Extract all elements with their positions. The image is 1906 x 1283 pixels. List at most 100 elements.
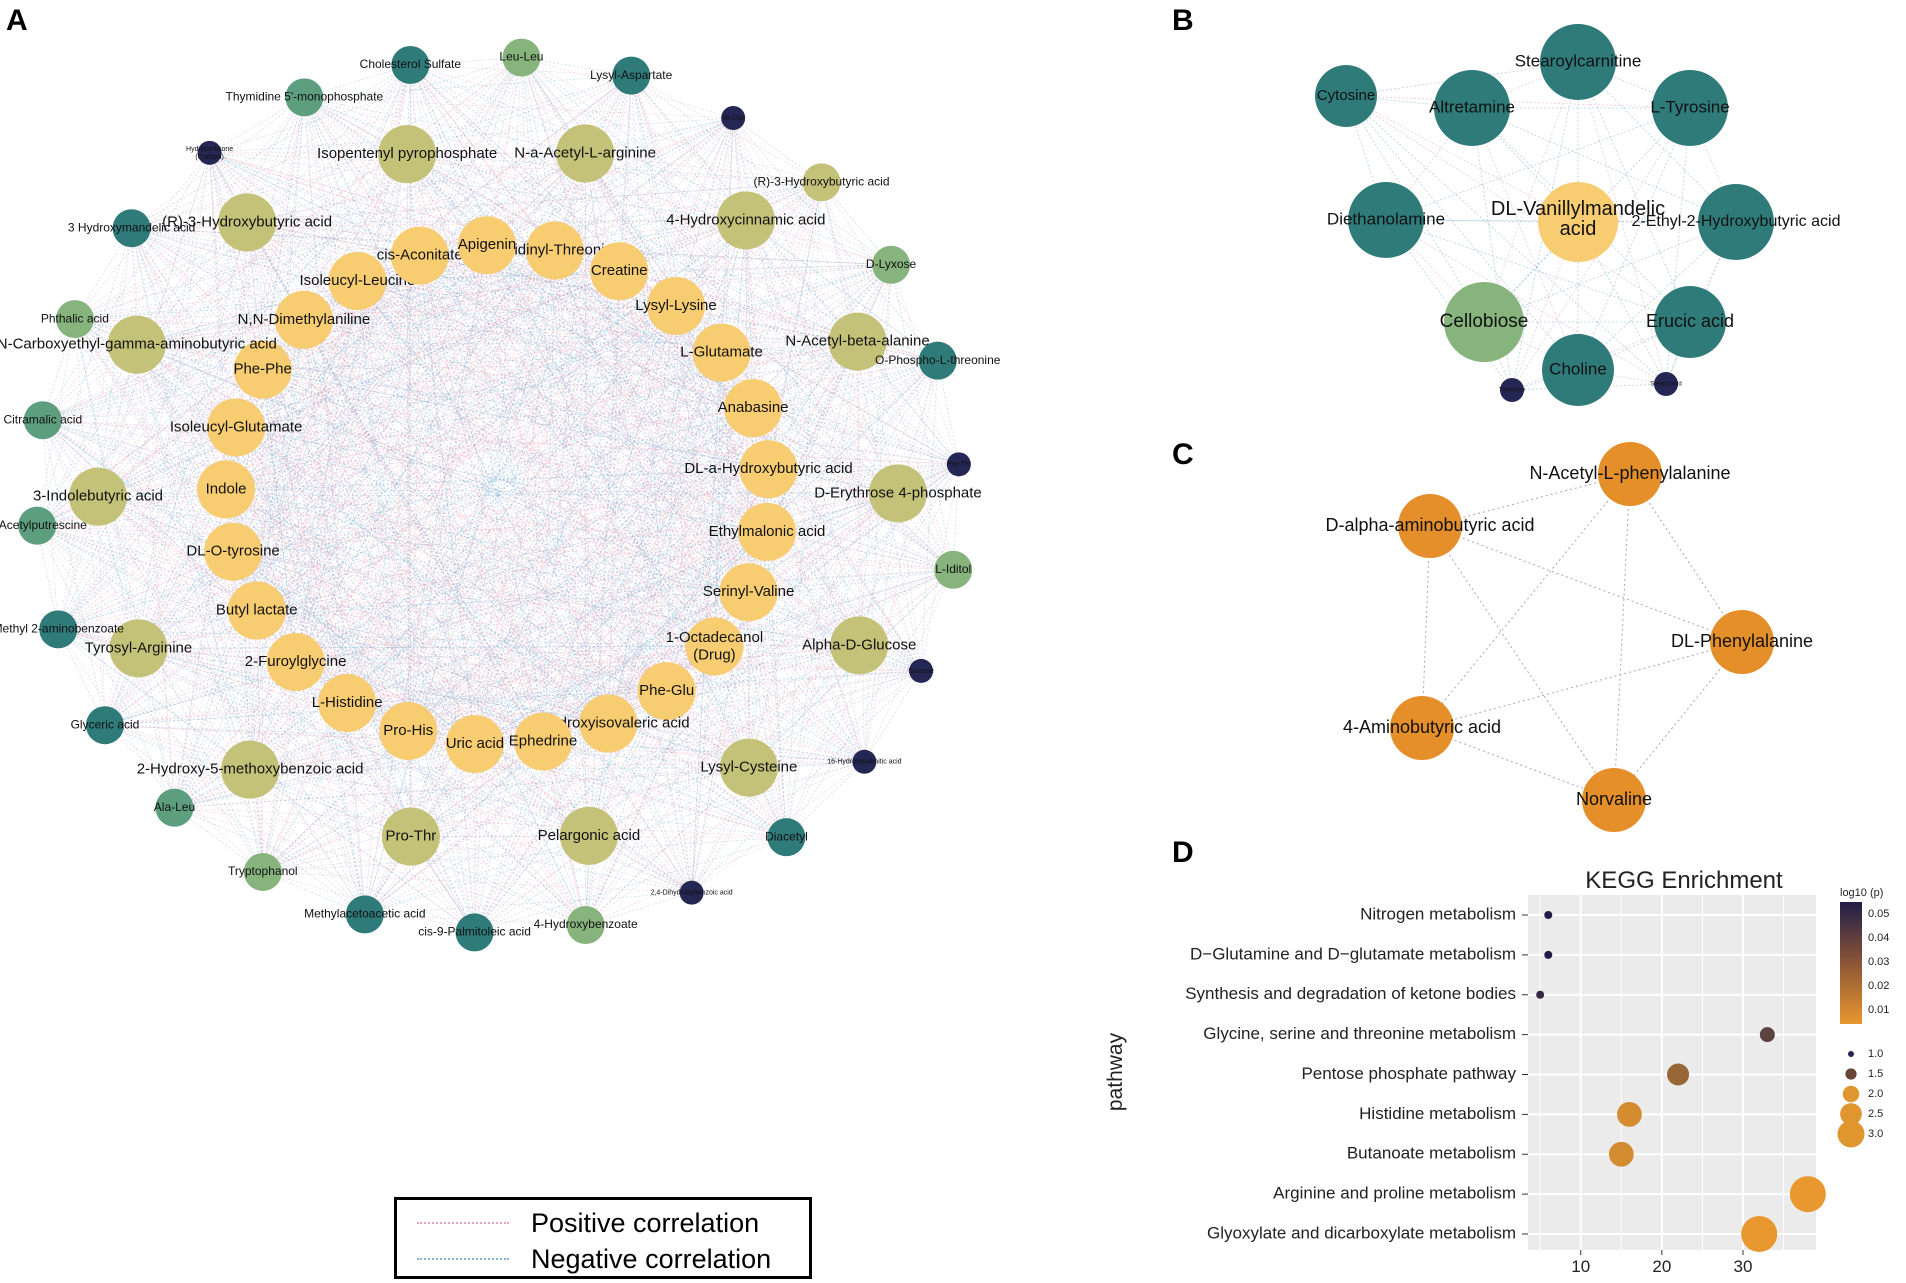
positive-edge	[486, 75, 632, 246]
negative-edge	[897, 360, 939, 494]
negative-edge	[58, 305, 677, 630]
negative-edge	[250, 690, 667, 770]
network-node-label: DL-a-Hydroxybutyric acid	[684, 460, 852, 477]
negative-edge	[262, 97, 305, 370]
network-node-label: (R)-3-Hydroxybutyric acid	[162, 213, 332, 230]
positive-edge	[36, 525, 475, 933]
negative-edge	[1483, 221, 1579, 323]
negative-edge	[58, 629, 715, 647]
network-node-label: Indole	[206, 480, 247, 497]
positive-edge	[97, 64, 411, 497]
negative-edge	[58, 407, 754, 630]
positive-edge	[474, 75, 632, 745]
negative-edge	[36, 525, 412, 837]
positive-edge	[235, 427, 667, 692]
network-node-label: Hydrocortisone(Cortisol)	[186, 146, 233, 161]
negative-edge	[608, 591, 749, 724]
positive-edge	[246, 222, 715, 647]
negative-edge	[262, 741, 544, 873]
positive-edge	[42, 97, 305, 421]
color-legend-tick: 0.03	[1868, 956, 1889, 968]
negative-edge	[295, 305, 677, 663]
positive-edge	[714, 646, 865, 763]
network-node	[1315, 65, 1377, 127]
negative-edge	[209, 152, 544, 742]
positive-edge	[766, 360, 938, 533]
positive-edge	[1345, 95, 1691, 109]
negative-edge	[542, 646, 715, 742]
network-node-label: 2-Furoylglycine	[245, 653, 347, 670]
positive-edge	[74, 318, 609, 724]
network-node	[719, 738, 778, 797]
negative-edge	[42, 305, 677, 421]
network-node	[274, 290, 333, 349]
negative-edge	[675, 305, 769, 470]
network-nodes: Histidinyl-ThreonineCreatineLysyl-Lysine…	[0, 38, 1001, 952]
pathway-label: Pentose phosphate pathway	[1301, 1064, 1516, 1083]
positive-edge	[262, 369, 590, 837]
color-legend-tick: 0.02	[1868, 980, 1889, 992]
positive-edge	[42, 419, 922, 672]
negative-edge	[58, 369, 263, 630]
positive-edge	[474, 250, 556, 933]
negative-edge	[347, 702, 544, 742]
correlation-edge	[1629, 473, 1743, 643]
negative-edge	[58, 629, 589, 837]
size-legend-dot	[1837, 1120, 1865, 1148]
positive-edge	[226, 407, 754, 490]
network-node	[112, 209, 151, 248]
positive-edge	[174, 730, 409, 808]
network-node-label: Erucic acid	[1646, 311, 1734, 331]
negative-edge	[752, 407, 959, 465]
positive-edge	[474, 407, 754, 745]
network-node-label: Anabasine	[718, 399, 789, 416]
network-node	[637, 662, 696, 721]
positive-edge	[675, 305, 692, 893]
negative-edge	[250, 730, 409, 770]
network-node	[1538, 182, 1618, 262]
negative-edge	[36, 153, 408, 526]
network-node	[197, 460, 256, 519]
positive-edge	[104, 702, 348, 726]
negative-edge	[406, 153, 556, 251]
negative-edge	[608, 723, 787, 838]
positive-edge	[236, 427, 749, 593]
positive-edge	[588, 835, 692, 893]
negative-edge	[588, 493, 899, 837]
positive-edge	[745, 220, 899, 494]
negative-edge	[104, 724, 365, 915]
negative-edge	[256, 352, 722, 611]
positive-edge	[419, 255, 667, 692]
positive-edge	[232, 319, 305, 552]
positive-edge	[262, 871, 475, 933]
positive-edge	[58, 629, 366, 915]
positive-edge	[608, 182, 822, 724]
positive-edge	[357, 280, 865, 763]
negative-edge	[174, 245, 488, 808]
positive-edge	[303, 319, 749, 593]
network-node	[1348, 182, 1424, 258]
positive-edge	[585, 264, 892, 926]
positive-edge	[256, 610, 860, 646]
size-legend-tick: 3.0	[1868, 1128, 1883, 1140]
positive-edge	[138, 255, 420, 649]
positive-edge	[364, 670, 922, 915]
positive-edge	[542, 741, 586, 926]
positive-edge	[303, 319, 750, 768]
negative-edge	[131, 227, 954, 571]
negative-edge	[347, 690, 667, 704]
positive-edge	[104, 645, 860, 726]
positive-edge	[42, 419, 586, 926]
correlation-edge	[1429, 525, 1615, 801]
negative-edge	[357, 264, 892, 282]
panel-a-network: Histidinyl-ThreonineCreatineLysyl-Lysine…	[0, 38, 1001, 952]
negative-edge	[303, 319, 715, 647]
positive-edge	[486, 244, 954, 571]
positive-edge	[262, 369, 715, 647]
negative-edge	[57, 222, 248, 630]
network-node-label: Norvaline	[1576, 789, 1652, 809]
network-node-label-line: 1-Octadecanol	[666, 629, 764, 646]
negative-edge	[235, 427, 258, 611]
negative-edge	[410, 64, 749, 593]
negative-edge	[1577, 221, 1667, 385]
